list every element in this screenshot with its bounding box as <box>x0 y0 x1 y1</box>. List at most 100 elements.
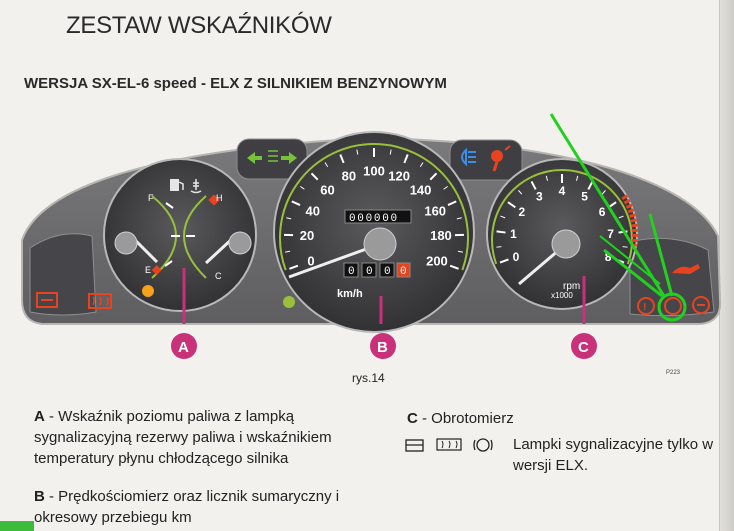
major-tick <box>449 264 459 270</box>
minor-tick <box>456 217 462 220</box>
dial-tick-label: 100 <box>363 164 385 179</box>
minor-tick <box>457 250 463 253</box>
fuel-full-label: F <box>148 193 154 203</box>
handbrake-icon <box>692 296 710 314</box>
minor-tick <box>500 215 506 219</box>
heated-rear-window-outline-icon <box>436 438 462 451</box>
trip-digit-1: 0 <box>348 266 355 278</box>
annotation-marks <box>549 113 687 322</box>
trip-digit-2: 0 <box>366 266 373 278</box>
annotation-circle <box>657 292 687 322</box>
trip-digit-4: 0 <box>400 266 407 278</box>
minor-tick <box>286 217 292 220</box>
brake-icon: ! <box>637 297 655 315</box>
major-tick <box>403 154 409 164</box>
elx-lamps-text: Lampki sygnalizacyjne tylko w wersji ELX… <box>513 436 714 474</box>
minor-tick <box>356 149 359 155</box>
dial-tick-label: 120 <box>388 168 410 183</box>
left-lamp-pod <box>29 233 97 316</box>
fuel-pump-icon <box>170 179 184 191</box>
minor-tick <box>389 149 392 155</box>
turn-left-icon <box>247 152 262 164</box>
minor-tick <box>601 190 606 195</box>
dial-tick-label: 80 <box>342 168 356 183</box>
legend-item-a: A - Wskaźnik poziomu paliwa z lampką syg… <box>34 406 374 469</box>
rpm-multiplier: x1000 <box>551 291 573 300</box>
svg-text:B: B <box>377 339 388 356</box>
oil-pressure-icon <box>672 264 700 274</box>
major-tick <box>291 200 301 206</box>
speedometer-ticks <box>279 143 469 271</box>
legend-key-c: C <box>407 410 418 427</box>
major-tick <box>339 154 345 164</box>
heated-rear-window-icon <box>88 293 112 309</box>
minor-tick <box>324 162 329 167</box>
minor-tick <box>419 162 424 167</box>
svg-text:A: A <box>178 339 189 356</box>
dial-tick-label: 160 <box>424 203 446 218</box>
coolant-temp-icon <box>190 179 202 194</box>
rear-fog-icon <box>36 292 58 308</box>
dial-tick-label: 5 <box>581 190 588 204</box>
minor-tick <box>443 185 449 190</box>
major-tick <box>429 172 438 181</box>
legend-item-b: B - Prędkościomierz oraz licznik sumaryc… <box>34 486 374 528</box>
dial-tick-label: 60 <box>320 182 334 197</box>
dial-arc <box>279 143 469 271</box>
rear-fog-outline-icon <box>405 439 424 452</box>
redline-zone <box>621 194 638 247</box>
version-subtitle: WERSJA SX-EL-6 speed - ELX Z SILNIKIEM B… <box>24 75 447 92</box>
major-tick <box>587 180 594 190</box>
minor-tick <box>545 175 548 181</box>
major-tick <box>447 200 457 206</box>
major-tick <box>496 230 506 234</box>
page-marker <box>0 521 34 531</box>
minor-tick <box>496 246 502 248</box>
svg-text:!: ! <box>643 302 646 313</box>
minor-tick <box>299 185 305 190</box>
legend-text-a: - Wskaźnik poziomu paliwa z lampką sygna… <box>34 408 332 467</box>
elx-lamp-icons <box>405 436 493 454</box>
minor-tick <box>285 250 291 253</box>
major-tick <box>310 172 319 181</box>
minor-tick <box>518 190 523 195</box>
fuel-empty-label: E <box>145 265 151 275</box>
callout-b: B <box>370 333 396 359</box>
dial-tick-label: 7 <box>607 227 614 241</box>
dial-tick-label: 0 <box>307 253 314 268</box>
dial-tick-label: 8 <box>605 250 612 264</box>
trip-counter: 0 0 0 0 <box>343 262 411 278</box>
turn-right-icon <box>268 150 297 164</box>
figure-caption: rys.14 <box>352 371 385 385</box>
windscreen-pump-icon <box>491 145 511 172</box>
abs-outline-icon <box>473 438 493 452</box>
major-tick <box>530 180 537 190</box>
abs-icon <box>664 297 682 315</box>
legend-text-b: - Prędkościomierz oraz licznik sumaryczn… <box>34 488 340 526</box>
dial-tick-label: 40 <box>306 203 320 218</box>
dial-tick-label: 180 <box>430 228 452 243</box>
dial-tick-label: 2 <box>519 205 526 219</box>
minor-tick <box>618 215 624 219</box>
dial-tick-label: 0 <box>513 250 520 264</box>
top-right-lamp-pod <box>449 139 523 181</box>
dial-tick-label: 1 <box>510 227 517 241</box>
legend-key-b: B <box>34 488 45 505</box>
odometer-reading: 000000 <box>349 213 399 225</box>
minor-tick <box>576 175 579 181</box>
callout-c: C <box>571 333 597 359</box>
trip-digit-3: 0 <box>384 266 391 278</box>
legend-item-c: C - Obrotomierz <box>407 408 514 429</box>
dial-arc <box>491 169 633 265</box>
dial-tick-label: 20 <box>300 228 314 243</box>
temp-hot-label: H <box>216 193 223 203</box>
fuel-temp-gauge: F E H C <box>103 158 257 324</box>
major-tick <box>507 201 516 209</box>
minor-tick <box>622 246 628 248</box>
section-title: ZESTAW WSKAŹNIKÓW <box>66 12 332 39</box>
